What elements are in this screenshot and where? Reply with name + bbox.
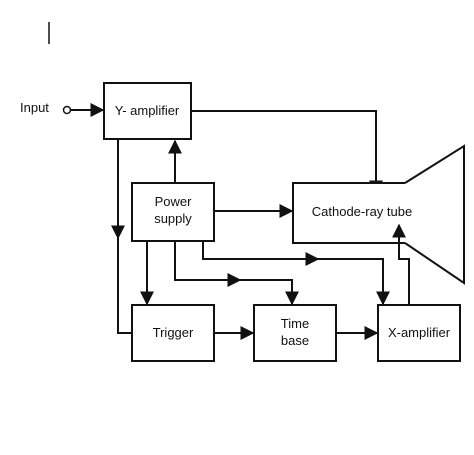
x-amplifier-label: X-amplifier [388, 325, 451, 340]
power-supply-label-line2: supply [154, 211, 192, 226]
y-amplifier-to-crt-wire [191, 110, 383, 195]
power-supply-block [131, 182, 215, 242]
x-amplifier-to-crt-wire [392, 223, 410, 304]
crt-screen-flare [404, 144, 465, 285]
time-base-label-line2: base [281, 333, 309, 348]
trigger-label: Trigger [153, 325, 194, 340]
crt-label: Cathode-ray tube [312, 204, 412, 219]
trigger-block [131, 304, 215, 362]
input-label: Input [20, 100, 49, 115]
time-base-label-line1: Time [281, 316, 309, 331]
y-amplifier-to-trigger-wire [117, 139, 131, 334]
y-amplifier-label: Y- amplifier [115, 103, 180, 118]
crt-body [292, 182, 406, 244]
time-base-block [253, 304, 337, 362]
power-to-time-base-wire [174, 241, 299, 306]
x-amplifier-block [377, 304, 461, 362]
input-terminal [62, 105, 72, 115]
power-supply-label-line1: Power [155, 194, 193, 209]
